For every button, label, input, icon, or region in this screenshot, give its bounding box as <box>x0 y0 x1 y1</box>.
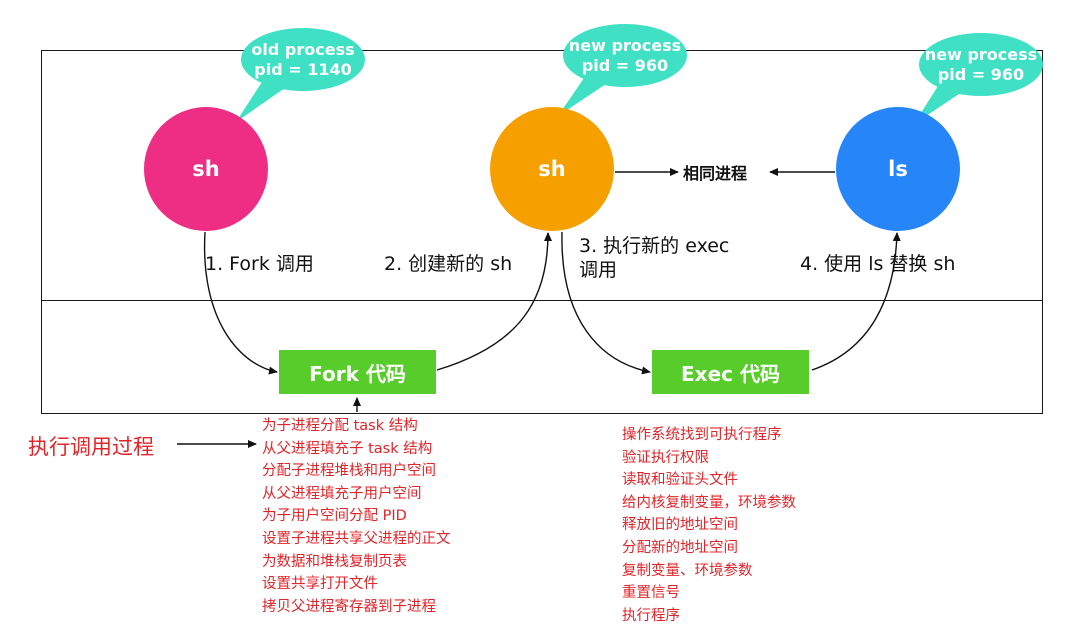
new-process-bubble-ls: new process pid = 960 <box>919 33 1043 96</box>
fork-step: 设置子进程共享父进程的正文 <box>262 530 451 547</box>
bubble-line2: pid = 960 <box>937 64 1025 84</box>
exec-code-box: Exec 代码 <box>652 350 809 394</box>
fork-step: 为数据和堆栈复制页表 <box>262 553 407 570</box>
bubble-tail-old <box>236 82 285 122</box>
fork-code-box: Fork 代码 <box>279 350 436 394</box>
exec-step: 操作系统找到可执行程序 <box>622 427 782 443</box>
exec-step: 重置信号 <box>622 585 680 602</box>
bubble-tail-new1 <box>558 78 606 116</box>
step-4-label: 4. 使用 ls 替换 sh <box>800 253 956 275</box>
step-3-label: 3. 执行新的 exec 调用 <box>579 234 729 282</box>
arrow-fork-to-sh <box>436 232 552 371</box>
exec-steps-list: 操作系统找到可执行程序 验证执行权限 读取和验证头文件 给内核复制变量，环境参数… <box>622 424 796 627</box>
fork-step: 拷贝父进程寄存器到子进程 <box>262 598 436 615</box>
step-2-label: 2. 创建新的 sh <box>384 253 513 275</box>
step-3-line2: 调用 <box>579 259 618 281</box>
same-process-label: 相同进程 <box>683 164 748 183</box>
diagram-frame <box>41 50 1043 414</box>
exec-flow-label: 执行调用过程 <box>28 435 154 459</box>
old-sh-process-node: sh <box>144 107 268 231</box>
fork-step: 从父进程填充子用户空间 <box>262 485 422 502</box>
arrow-sh-to-exec <box>561 231 651 375</box>
exec-step: 复制变量、环境参数 <box>622 562 753 579</box>
fork-step: 为子进程分配 task 结构 <box>262 418 418 434</box>
step-1-label: 1. Fork 调用 <box>205 253 314 275</box>
bubble-line2: pid = 1140 <box>254 59 352 79</box>
fork-step: 从父进程填充子 task 结构 <box>262 440 433 457</box>
exec-step: 验证执行权限 <box>622 449 709 466</box>
bubble-line1: new process <box>568 35 682 55</box>
old-process-bubble: old process pid = 1140 <box>241 28 365 91</box>
exec-step: 执行程序 <box>622 607 680 624</box>
new-process-bubble: new process pid = 960 <box>563 24 687 87</box>
exec-step: 释放旧的地址空间 <box>622 517 738 534</box>
fork-step: 分配子进程堆栈和用户空间 <box>262 463 436 480</box>
fork-step: 为子用户空间分配 PID <box>262 508 407 525</box>
exec-step: 给内核复制变量，环境参数 <box>622 494 796 511</box>
bubble-line1: new process <box>924 44 1038 64</box>
new-sh-process-node: sh <box>490 107 614 231</box>
step-3-line1: 3. 执行新的 exec <box>579 235 730 257</box>
fork-step: 设置共享打开文件 <box>262 576 378 593</box>
exec-step: 读取和验证头文件 <box>622 472 738 489</box>
arrow-exec-to-ls <box>811 232 901 371</box>
kernel-divider-line <box>41 300 1043 301</box>
ls-process-node: ls <box>836 107 960 231</box>
arrow-sh-to-fork <box>203 231 278 375</box>
bubble-line2: pid = 960 <box>581 55 669 75</box>
bubble-line1: old process <box>251 39 355 59</box>
fork-steps-list: 为子进程分配 task 结构 从父进程填充子 task 结构 分配子进程堆栈和用… <box>262 415 451 618</box>
exec-step: 分配新的地址空间 <box>622 539 738 556</box>
